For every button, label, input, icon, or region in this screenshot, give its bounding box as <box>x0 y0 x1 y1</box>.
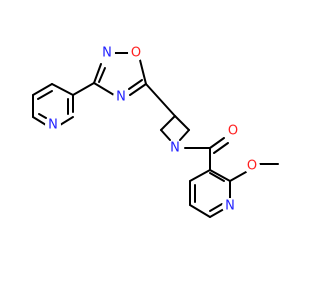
oxadiazole-ring <box>93 52 147 96</box>
atom-n-pyridine-upper: N <box>45 117 61 133</box>
atom-n-azetidine: N <box>167 140 183 156</box>
atom-o-carbonyl: O <box>225 123 241 139</box>
svg-text:O: O <box>131 46 141 61</box>
atom-labels: N N O N N O O N <box>45 45 260 214</box>
bond-pyridine-oxadiazole <box>72 82 95 96</box>
bond-oxadiazole-azetidine <box>145 83 176 117</box>
svg-text:N: N <box>48 118 58 133</box>
svg-text:O: O <box>247 159 257 174</box>
molecule-structure: N N O N N O O N <box>32 45 279 218</box>
svg-text:N: N <box>116 90 126 105</box>
svg-text:N: N <box>225 199 235 214</box>
pyridine-ring-lower <box>189 169 231 218</box>
atom-o-methoxy: O <box>244 158 260 174</box>
atom-n-oxadiazole-lower: N <box>113 89 129 105</box>
atom-n-oxadiazole-top: N <box>99 45 115 61</box>
svg-text:O: O <box>228 124 238 139</box>
pyridine-ring-upper <box>32 83 74 126</box>
azetidine-ring <box>160 115 190 141</box>
svg-text:N: N <box>102 46 112 61</box>
atom-n-pyridine-lower: N <box>222 198 238 214</box>
methoxy-group <box>229 163 279 182</box>
svg-text:N: N <box>170 141 180 156</box>
carbonyl-bond <box>209 137 229 154</box>
atom-o-oxadiazole: O <box>128 45 144 61</box>
